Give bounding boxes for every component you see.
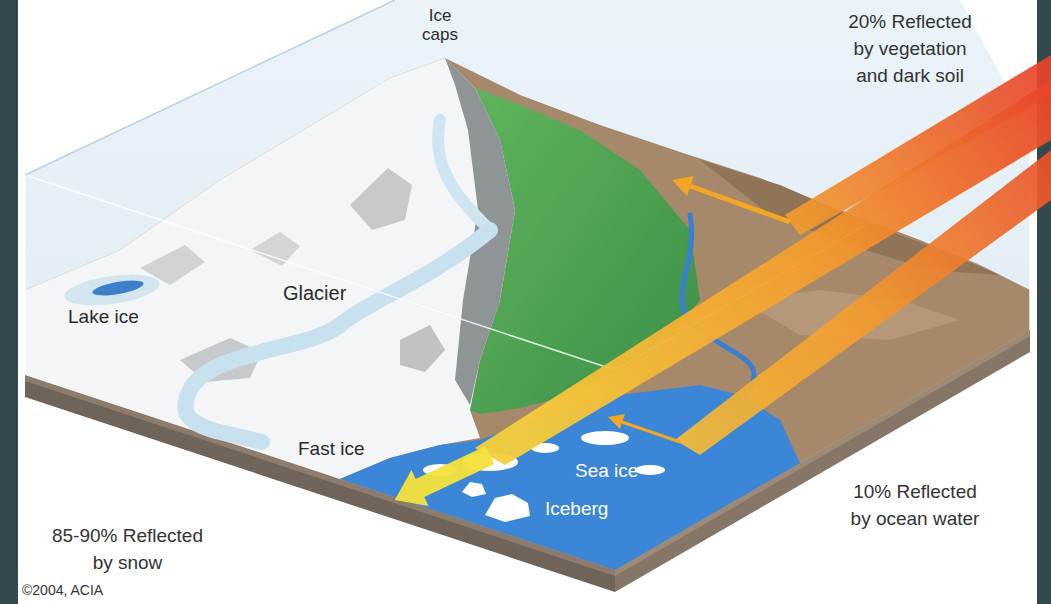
rock-patch <box>250 232 300 266</box>
arrowhead <box>672 176 694 196</box>
feature-label: Sea ice <box>575 460 638 482</box>
reflection-note: 10% Reflected by ocean water <box>846 478 984 532</box>
glacier <box>185 230 490 442</box>
glacier-branch <box>438 120 490 230</box>
lake-ice <box>63 269 162 310</box>
feature-label: Iceberg <box>545 498 608 520</box>
rock-patch <box>350 168 412 230</box>
reflected-arrow <box>690 186 790 222</box>
feature-label: Glacier <box>283 282 346 305</box>
feature-label: Lake ice <box>68 306 139 328</box>
feature-label: Fast ice <box>298 438 365 460</box>
glass-edge <box>24 175 26 375</box>
glass-edge <box>25 0 395 175</box>
snow-cover <box>25 58 515 479</box>
iceberg-shape <box>462 482 486 497</box>
feature-label: Ice caps <box>415 6 465 44</box>
arrowhead <box>608 414 625 429</box>
glass-edge <box>25 175 615 370</box>
reflected-arrow <box>622 422 680 442</box>
iceberg-shape <box>485 494 530 522</box>
sea-ice-floe <box>581 431 629 445</box>
rock-patch <box>400 325 445 372</box>
copyright-note: ©2004, ACIA <box>22 582 103 598</box>
lake-water <box>91 278 144 299</box>
reflection-note: 85-90% Reflected by snow <box>45 522 210 576</box>
glass-edge <box>1029 130 1031 330</box>
reflected-arrow <box>395 446 495 506</box>
sunlight-beam <box>475 80 1051 465</box>
reflection-note: 20% Reflected by vegetation and dark soi… <box>839 8 981 89</box>
sea-ice-floe <box>635 465 665 475</box>
